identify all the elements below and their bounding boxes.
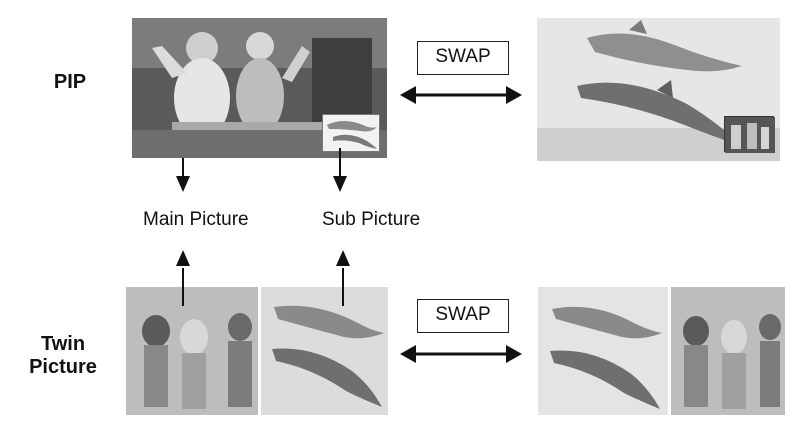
twin-screen-after-swap [538,287,785,415]
pip-sub-picture-inset [322,114,380,152]
twin-screen-before-swap [126,287,388,415]
arrow-pip-to-main-picture [176,158,190,192]
swap-button-pip[interactable]: SWAP [417,41,509,75]
pip-screen-before-swap [132,18,387,158]
twin-picture-label: Twin Picture [18,333,108,379]
people-inset-image [725,117,775,153]
swap-double-arrow-bottom [400,345,522,363]
dolphin-inset-image [323,115,381,153]
pip-label: PIP [40,71,100,94]
twin-label-line2: Picture [18,356,108,379]
twin-dolphin-and-people-image [538,287,785,415]
sub-picture-caption: Sub Picture [322,209,420,231]
pip-screen-after-swap [537,18,780,161]
main-picture-caption: Main Picture [143,209,249,231]
twin-label-line1: Twin [18,333,108,356]
twin-people-and-dolphin-image [126,287,388,415]
swap-button-twin[interactable]: SWAP [417,299,509,333]
swap-double-arrow-top [400,86,522,104]
swapped-people-inset [724,116,774,152]
